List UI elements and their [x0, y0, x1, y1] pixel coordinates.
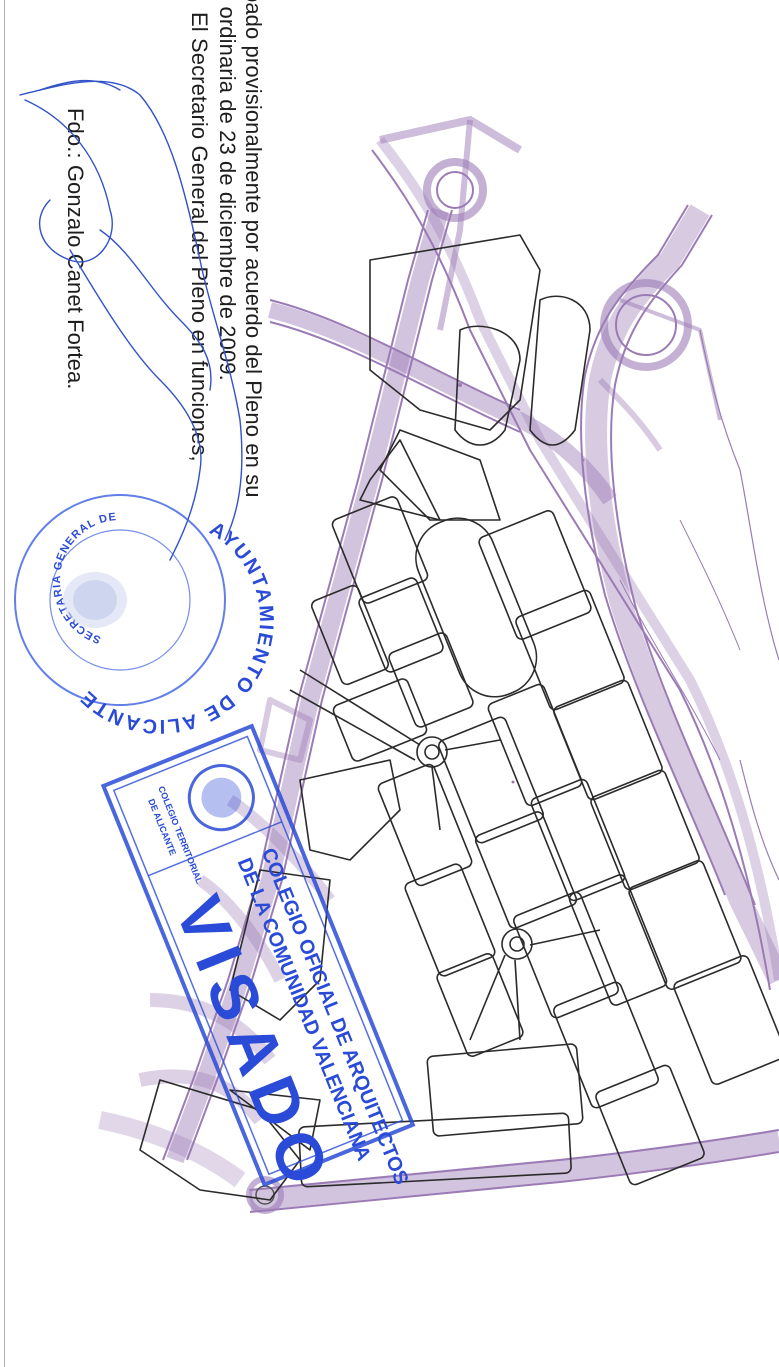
- seal-emblem: [63, 572, 127, 628]
- plan-blocks: [139, 234, 779, 1201]
- plan-roundabouts: [246, 158, 692, 1214]
- page-left-edge: [4, 0, 5, 1367]
- plan-purple-contours: [98, 116, 779, 1213]
- seal-outer-text: AYUNTAMIENTO DE ALICANTE: [76, 518, 278, 737]
- handwritten-signature: [19, 79, 243, 561]
- plan-marks: [458, 383, 585, 784]
- svg-text:AYUNTAMIENTO DE ALICANTE: AYUNTAMIENTO DE ALICANTE: [76, 518, 278, 737]
- visado-stamp: COLEGIO OFICIAL DE ARQUITECTOS DE LA COM…: [100, 723, 416, 1204]
